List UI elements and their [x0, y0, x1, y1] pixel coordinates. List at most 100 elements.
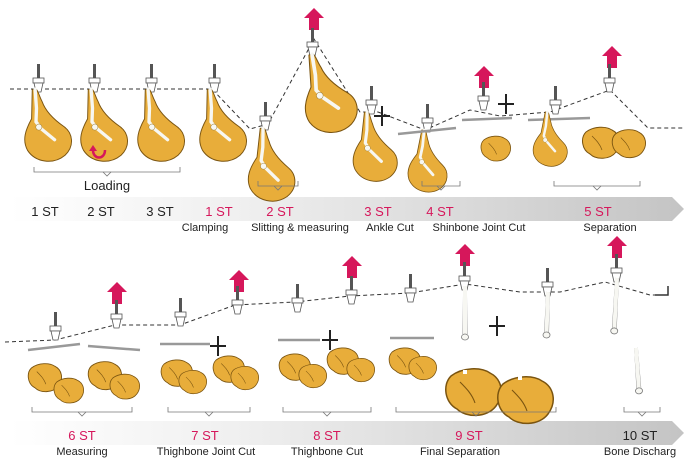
bone-joint [419, 159, 424, 164]
bone-end [462, 334, 469, 340]
blade-cross [498, 103, 514, 105]
meat-body [244, 126, 297, 203]
blade-cross [322, 339, 338, 341]
station-9st-final-separation: 9 ST [455, 429, 482, 442]
bracket-tip [205, 412, 213, 416]
hook-clamp [366, 100, 377, 105]
ham-leg-icon [16, 84, 74, 165]
station-4st-shinbone: 4 ST [426, 205, 453, 218]
guide-plate [462, 118, 512, 120]
station-3st-ankle: 3 ST [364, 205, 391, 218]
meat-chunk-icon [481, 136, 511, 161]
ham-leg-icon [129, 84, 187, 165]
bone-icon [462, 286, 469, 340]
clamp-hook-icon [175, 298, 186, 326]
station-band-bottom [10, 421, 684, 445]
clamp-hook-icon [50, 312, 61, 340]
up-arrow-icon [304, 8, 324, 30]
desc-thighbone-joint-cut: Thighbone Joint Cut [157, 447, 255, 458]
clamp-hook-icon [604, 64, 615, 92]
hook-clamp [422, 118, 433, 123]
station-8st-thighbone: 8 ST [313, 429, 340, 442]
station-1st-clamping: 1 ST [205, 205, 232, 218]
clamp-hook-icon [611, 254, 622, 282]
meat-chunk-icon [179, 370, 207, 393]
desc-thighbone-cut: Thighbone Cut [291, 447, 363, 458]
chunk-body [299, 364, 327, 387]
hook-grip [551, 105, 560, 114]
station-6st-measuring: 6 ST [68, 429, 95, 442]
discharge-rail [655, 286, 668, 295]
bone-end [635, 388, 642, 394]
meat-body [408, 130, 447, 192]
meat-chunk-icon [110, 374, 140, 399]
chunk-body [612, 130, 645, 158]
blade-cross [489, 325, 505, 327]
cutting-blade-icon [322, 330, 338, 350]
hook-clamp [611, 268, 622, 273]
meat-chunk-icon [409, 356, 437, 379]
station-10st-bone-discharge: 10 ST [623, 429, 658, 442]
desc-final-separation: Final Separation [420, 447, 500, 458]
bracket-tip [323, 412, 331, 416]
station-2st-slitting: 2 ST [266, 205, 293, 218]
bracket-tip [103, 172, 111, 176]
bone-joint [260, 163, 267, 170]
hook-clamp [50, 326, 61, 331]
clamp-hook-icon [550, 86, 561, 114]
meat-body [72, 84, 130, 165]
clamp-hook-icon [366, 86, 377, 114]
hook-clamp [89, 78, 100, 83]
chunk-body [347, 358, 375, 381]
meat-chunk-icon [54, 378, 84, 403]
cutting-blade-icon [489, 316, 505, 336]
meat-chunk-icon [231, 366, 259, 389]
desc-measuring: Measuring [56, 447, 107, 458]
hook-clamp [307, 42, 318, 47]
chunk-body [231, 366, 259, 389]
bone-shaft [612, 278, 619, 328]
meat-chunk-icon [299, 364, 327, 387]
chunk-body [481, 136, 511, 161]
marker-square [518, 376, 522, 380]
hook-clamp [542, 282, 553, 287]
hook-grip [176, 317, 185, 326]
bone-joint [543, 138, 547, 142]
meat-body [349, 110, 399, 183]
station-bracket [32, 407, 132, 412]
hook-grip [479, 101, 488, 110]
station-3st-loading: 3 ST [146, 205, 173, 218]
hook-clamp [550, 100, 561, 105]
desc-slitting-measuring: Slitting & measuring [251, 223, 349, 234]
hook-clamp [111, 314, 122, 319]
ham-leg-icon [349, 110, 399, 183]
desc-clamping: Clamping [182, 223, 228, 234]
hook-clamp [33, 78, 44, 83]
cutting-blade-icon [374, 106, 390, 126]
bone-end [543, 332, 550, 338]
bone-shaft [545, 292, 550, 332]
clamp-hook-icon [346, 276, 357, 304]
hook-clamp [604, 78, 615, 83]
meat-body [291, 47, 362, 139]
station-7st-thighbone-joint: 7 ST [191, 429, 218, 442]
guide-plate [528, 118, 590, 120]
chunk-body [446, 369, 501, 416]
chunk-body [110, 374, 140, 399]
hook-grip [51, 331, 60, 340]
cutting-blade-icon [498, 94, 514, 114]
station-5st-separation: 5 ST [584, 205, 611, 218]
bracket-tip [78, 412, 86, 416]
up-arrow-icon [342, 256, 362, 278]
bone-icon [633, 348, 643, 394]
conveyor-line-bottom [5, 282, 668, 342]
bracket-tip [593, 186, 601, 190]
meat-body [191, 84, 249, 165]
ham-leg-icon [291, 47, 362, 139]
hook-clamp [232, 300, 243, 305]
guide-plate [88, 346, 140, 350]
station-1st-loading: 1 ST [31, 205, 58, 218]
clamp-hook-icon [111, 300, 122, 328]
meat-chunk-icon [347, 358, 375, 381]
